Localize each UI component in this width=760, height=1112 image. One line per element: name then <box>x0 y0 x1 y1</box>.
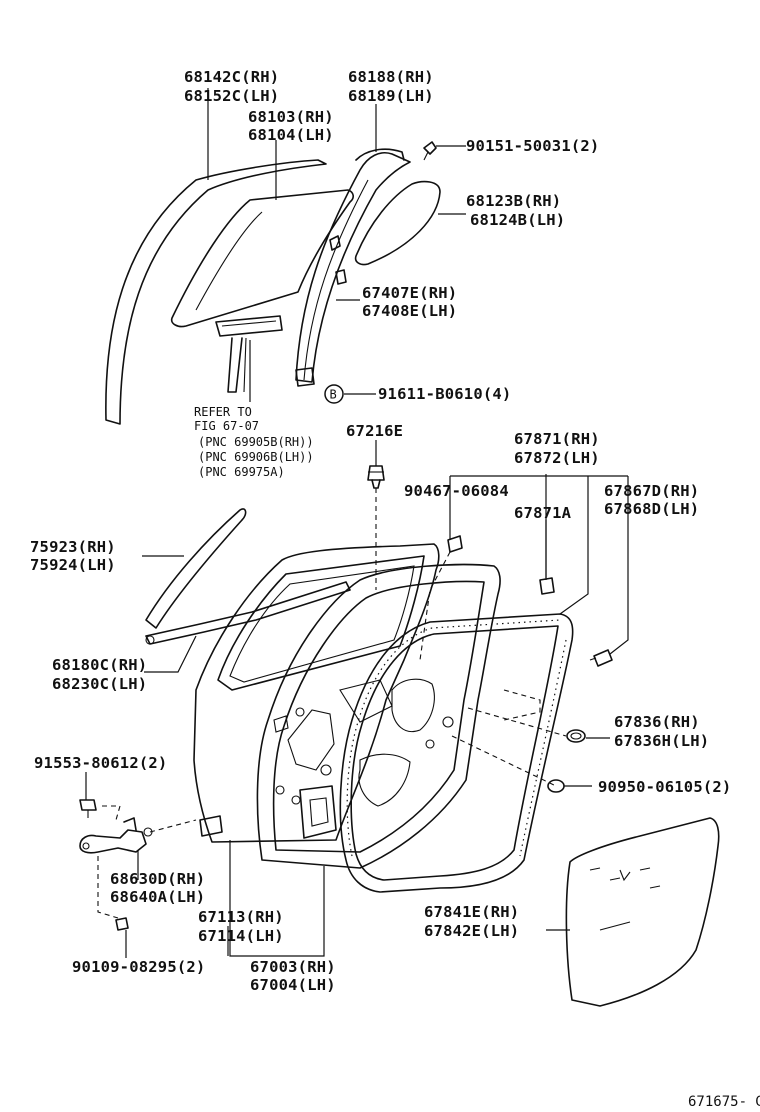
label-68124b: 68124B(LH) <box>470 211 565 229</box>
clip-67871a <box>539 577 555 595</box>
label-67836h: 67836H(LH) <box>614 732 709 750</box>
label-68142c: 68142C(RH) <box>184 68 279 86</box>
pnc-line-3: (PNC 69975A) <box>198 465 285 479</box>
label-67114: 67114(LH) <box>198 927 284 945</box>
hole-plug-67836 <box>566 729 586 743</box>
label-67004: 67004(LH) <box>250 976 336 994</box>
pnc-line-1: (PNC 69905B(RH)) <box>198 435 314 449</box>
label-90467: 90467-06084 <box>404 482 509 500</box>
label-68180c: 68180C(RH) <box>52 656 147 674</box>
label-67871: 67871(RH) <box>514 430 600 448</box>
label-67408e: 67408E(LH) <box>362 302 457 320</box>
clip-91611: B <box>324 384 344 404</box>
clip-67216e <box>367 465 385 489</box>
belt-moulding-75923 <box>145 508 247 629</box>
door-outer-panel <box>193 543 440 843</box>
division-bar-67407e <box>295 148 411 387</box>
label-68640a: 68640A(LH) <box>110 888 205 906</box>
label-67003: 67003(RH) <box>250 958 336 976</box>
bolt-91553 <box>79 799 97 818</box>
hole-plug-90950 <box>547 779 565 793</box>
label-90950: 90950-06105(2) <box>598 778 731 796</box>
label-67836: 67836(RH) <box>614 713 700 731</box>
door-hinge-68630d <box>79 817 153 854</box>
label-67841e: 67841E(RH) <box>424 903 519 921</box>
clip-67867d <box>589 649 613 667</box>
leader-lines <box>85 88 629 958</box>
bolt-90109 <box>115 917 129 931</box>
label-68189: 68189(LH) <box>348 87 434 105</box>
label-67113: 67113(RH) <box>198 908 284 926</box>
door-weatherstrip-67871 <box>339 613 574 893</box>
callout-b: B <box>330 388 337 402</box>
label-90151: 90151-50031(2) <box>466 137 599 155</box>
bolt-90151 <box>423 141 437 161</box>
label-67842e: 67842E(LH) <box>424 922 519 940</box>
door-glass-run-68142c <box>105 159 327 425</box>
label-68152c: 68152C(LH) <box>184 87 279 105</box>
refer-line-2: FIG 67-07 <box>194 419 259 433</box>
label-67872: 67872(LH) <box>514 449 600 467</box>
clip-90467 <box>447 535 463 553</box>
label-68104: 68104(LH) <box>248 126 334 144</box>
label-91553: 91553-80612(2) <box>34 754 167 772</box>
pnc-line-2: (PNC 69906B(LH)) <box>198 450 314 464</box>
label-68630d: 68630D(RH) <box>110 870 205 888</box>
part-labels: 68142C(RH) 68152C(LH) 68188(RH) 68189(LH… <box>30 68 760 1110</box>
label-91611: 91611-B0610(4) <box>378 385 511 403</box>
quarter-glass-68123b <box>354 180 441 266</box>
label-68103: 68103(RH) <box>248 108 334 126</box>
outside-moulding-68180c <box>145 581 351 645</box>
door-trim-panel-67841e <box>565 817 720 1007</box>
label-68123b: 68123B(RH) <box>466 192 561 210</box>
label-67407e: 67407E(RH) <box>362 284 457 302</box>
label-67867d: 67867D(RH) <box>604 482 699 500</box>
refer-line-1: REFER TO <box>194 405 252 419</box>
diagram-code: 671675- G <box>688 1094 760 1110</box>
label-75924: 75924(LH) <box>30 556 116 574</box>
label-67216e: 67216E <box>346 422 403 440</box>
label-68188: 68188(RH) <box>348 68 434 86</box>
glass-channel-bracket <box>215 315 283 393</box>
label-90109: 90109-08295(2) <box>72 958 205 976</box>
door-inner-frame-67003 <box>256 563 501 869</box>
assembly-lines <box>97 488 567 919</box>
label-75923: 75923(RH) <box>30 538 116 556</box>
label-67871a: 67871A <box>514 504 572 522</box>
label-68230c: 68230C(LH) <box>52 675 147 693</box>
door-glass-68103 <box>170 189 354 328</box>
label-67868d: 67868D(LH) <box>604 500 699 518</box>
